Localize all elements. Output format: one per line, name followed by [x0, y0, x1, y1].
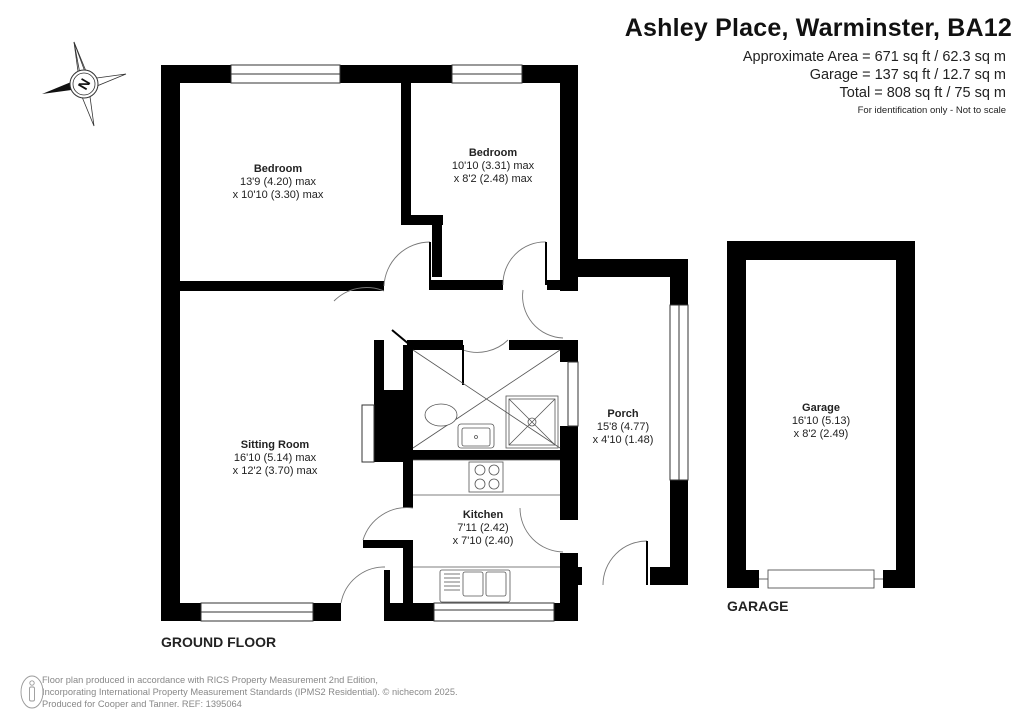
- garage-walls: [727, 241, 915, 588]
- ground-floor-label: GROUND FLOOR: [161, 634, 277, 650]
- room-label-porch: Porch 15'8 (4.77) x 4'10 (1.48): [592, 408, 654, 446]
- windows: [200, 64, 689, 622]
- approximate-area: Approximate Area = 671 sq ft / 62.3 sq m: [742, 49, 1006, 65]
- footer-line-2: Incorporating International Property Mea…: [42, 687, 458, 697]
- room-label-bedroom-1: Bedroom 13'9 (4.20) max x 10'10 (3.30) m…: [232, 163, 324, 201]
- room-label-kitchen: Kitchen 7'11 (2.42) x 7'10 (2.40): [452, 509, 514, 547]
- person-figure-icon: [20, 675, 44, 709]
- footer-line-1: Floor plan produced in accordance with R…: [42, 675, 378, 685]
- bathroom-fixtures: [412, 349, 561, 449]
- kitchen-fixtures: [413, 459, 560, 603]
- north-compass-icon: N: [42, 41, 127, 127]
- room-label-sitting-room: Sitting Room 16'10 (5.14) max x 12'2 (3.…: [232, 439, 318, 477]
- footer-line-3: Produced for Cooper and Tanner. REF: 139…: [42, 699, 242, 709]
- footer-credits: Floor plan produced in accordance with R…: [42, 674, 458, 710]
- room-label-garage: Garage 16'10 (5.13) x 8'2 (2.49): [791, 402, 851, 440]
- total-area: Total = 808 sq ft / 75 sq m: [839, 85, 1006, 101]
- doors: [333, 241, 648, 604]
- property-title: Ashley Place, Warminster, BA12: [624, 14, 1012, 42]
- disclaimer-note: For identification only - Not to scale: [857, 105, 1006, 116]
- garage-area: Garage = 137 sq ft / 12.7 sq m: [809, 67, 1006, 83]
- garage-floor-label: GARAGE: [727, 598, 789, 614]
- garage-door: [759, 569, 883, 589]
- exterior-walls: [161, 65, 688, 621]
- room-label-bedroom-2: Bedroom 10'10 (3.31) max x 8'2 (2.48) ma…: [451, 147, 535, 185]
